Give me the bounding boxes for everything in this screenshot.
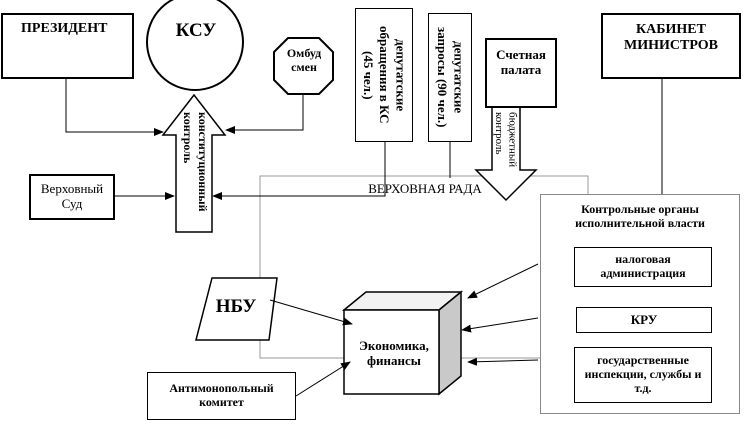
ombudsman-to-constitutional-arrow [225,94,304,134]
kru-label: КРУ [630,311,658,327]
verkhovna-rada-label: ВЕРХОВНАЯ РАДА [368,181,482,196]
supreme-court-label: Верховный Суд [40,181,104,211]
nbu-to-economy-arrow [269,299,353,326]
president-label: ПРЕЗИДЕНТ [21,21,108,36]
ksu-circle [146,0,244,91]
state-inspections-label: государственные инспекции, службы и т.д. [584,353,702,395]
budget-control-label: бюджетный контроль [492,112,519,168]
accounting-chamber-label: Счетная палата [496,47,546,77]
kru-box: КРУ [576,307,712,333]
requests-label: депутатские запросы (90 чел.) [435,27,467,128]
tax-admin-label: налоговая администрация [600,252,686,280]
accounting-chamber-box: Счетная палата [485,38,557,108]
requests-box: депутатские запросы (90 чел.) [428,13,472,142]
antimonopoly-box: Антимонопольный комитет [147,372,296,420]
nbu-trapezoid [195,277,278,341]
antimonopoly-to-economy-arrow [295,361,351,397]
exec-control-label: Контрольные органы исполнительной власти [575,202,705,230]
exec-control-to-economy-arrow-2 [461,317,539,333]
nbu-label: НБУ [215,296,257,317]
president-to-constitutional-arrow [65,78,164,136]
tax-admin-box: налоговая администрация [574,247,712,287]
ombudsman-hexagon [273,37,334,95]
budget-control-arrow [474,105,538,202]
appeals-ks-label: депутатские обращения в КС (45 чел.) [360,26,409,124]
exec-control-to-economy-arrow-3 [467,357,539,366]
ksu-label: КСУ [175,20,217,41]
cabinet-label: КАБИНЕТ МИНИСТРОВ [623,22,719,54]
appeals-ks-box: депутатские обращения в КС (45 чел.) [355,8,413,142]
appeals-to-constitutional-arrow [212,142,386,200]
constitutional-control-label: конституционный контроль [181,112,210,212]
antimonopoly-label: Антимонопольный комитет [169,381,274,409]
ombudsman-label: Омбуд смен [286,46,322,74]
constitutional-control-arrow [161,93,227,233]
state-inspections-box: государственные инспекции, службы и т.д. [574,347,712,403]
economy-cube [341,290,464,396]
exec-control-to-economy-arrow-1 [467,263,539,299]
cabinet-box: КАБИНЕТ МИНИСТРОВ [601,13,741,79]
president-box: ПРЕЗИДЕНТ [1,13,134,79]
economy-label: Экономика, финансы [359,338,429,368]
supreme-court-box: Верховный Суд [29,174,115,220]
